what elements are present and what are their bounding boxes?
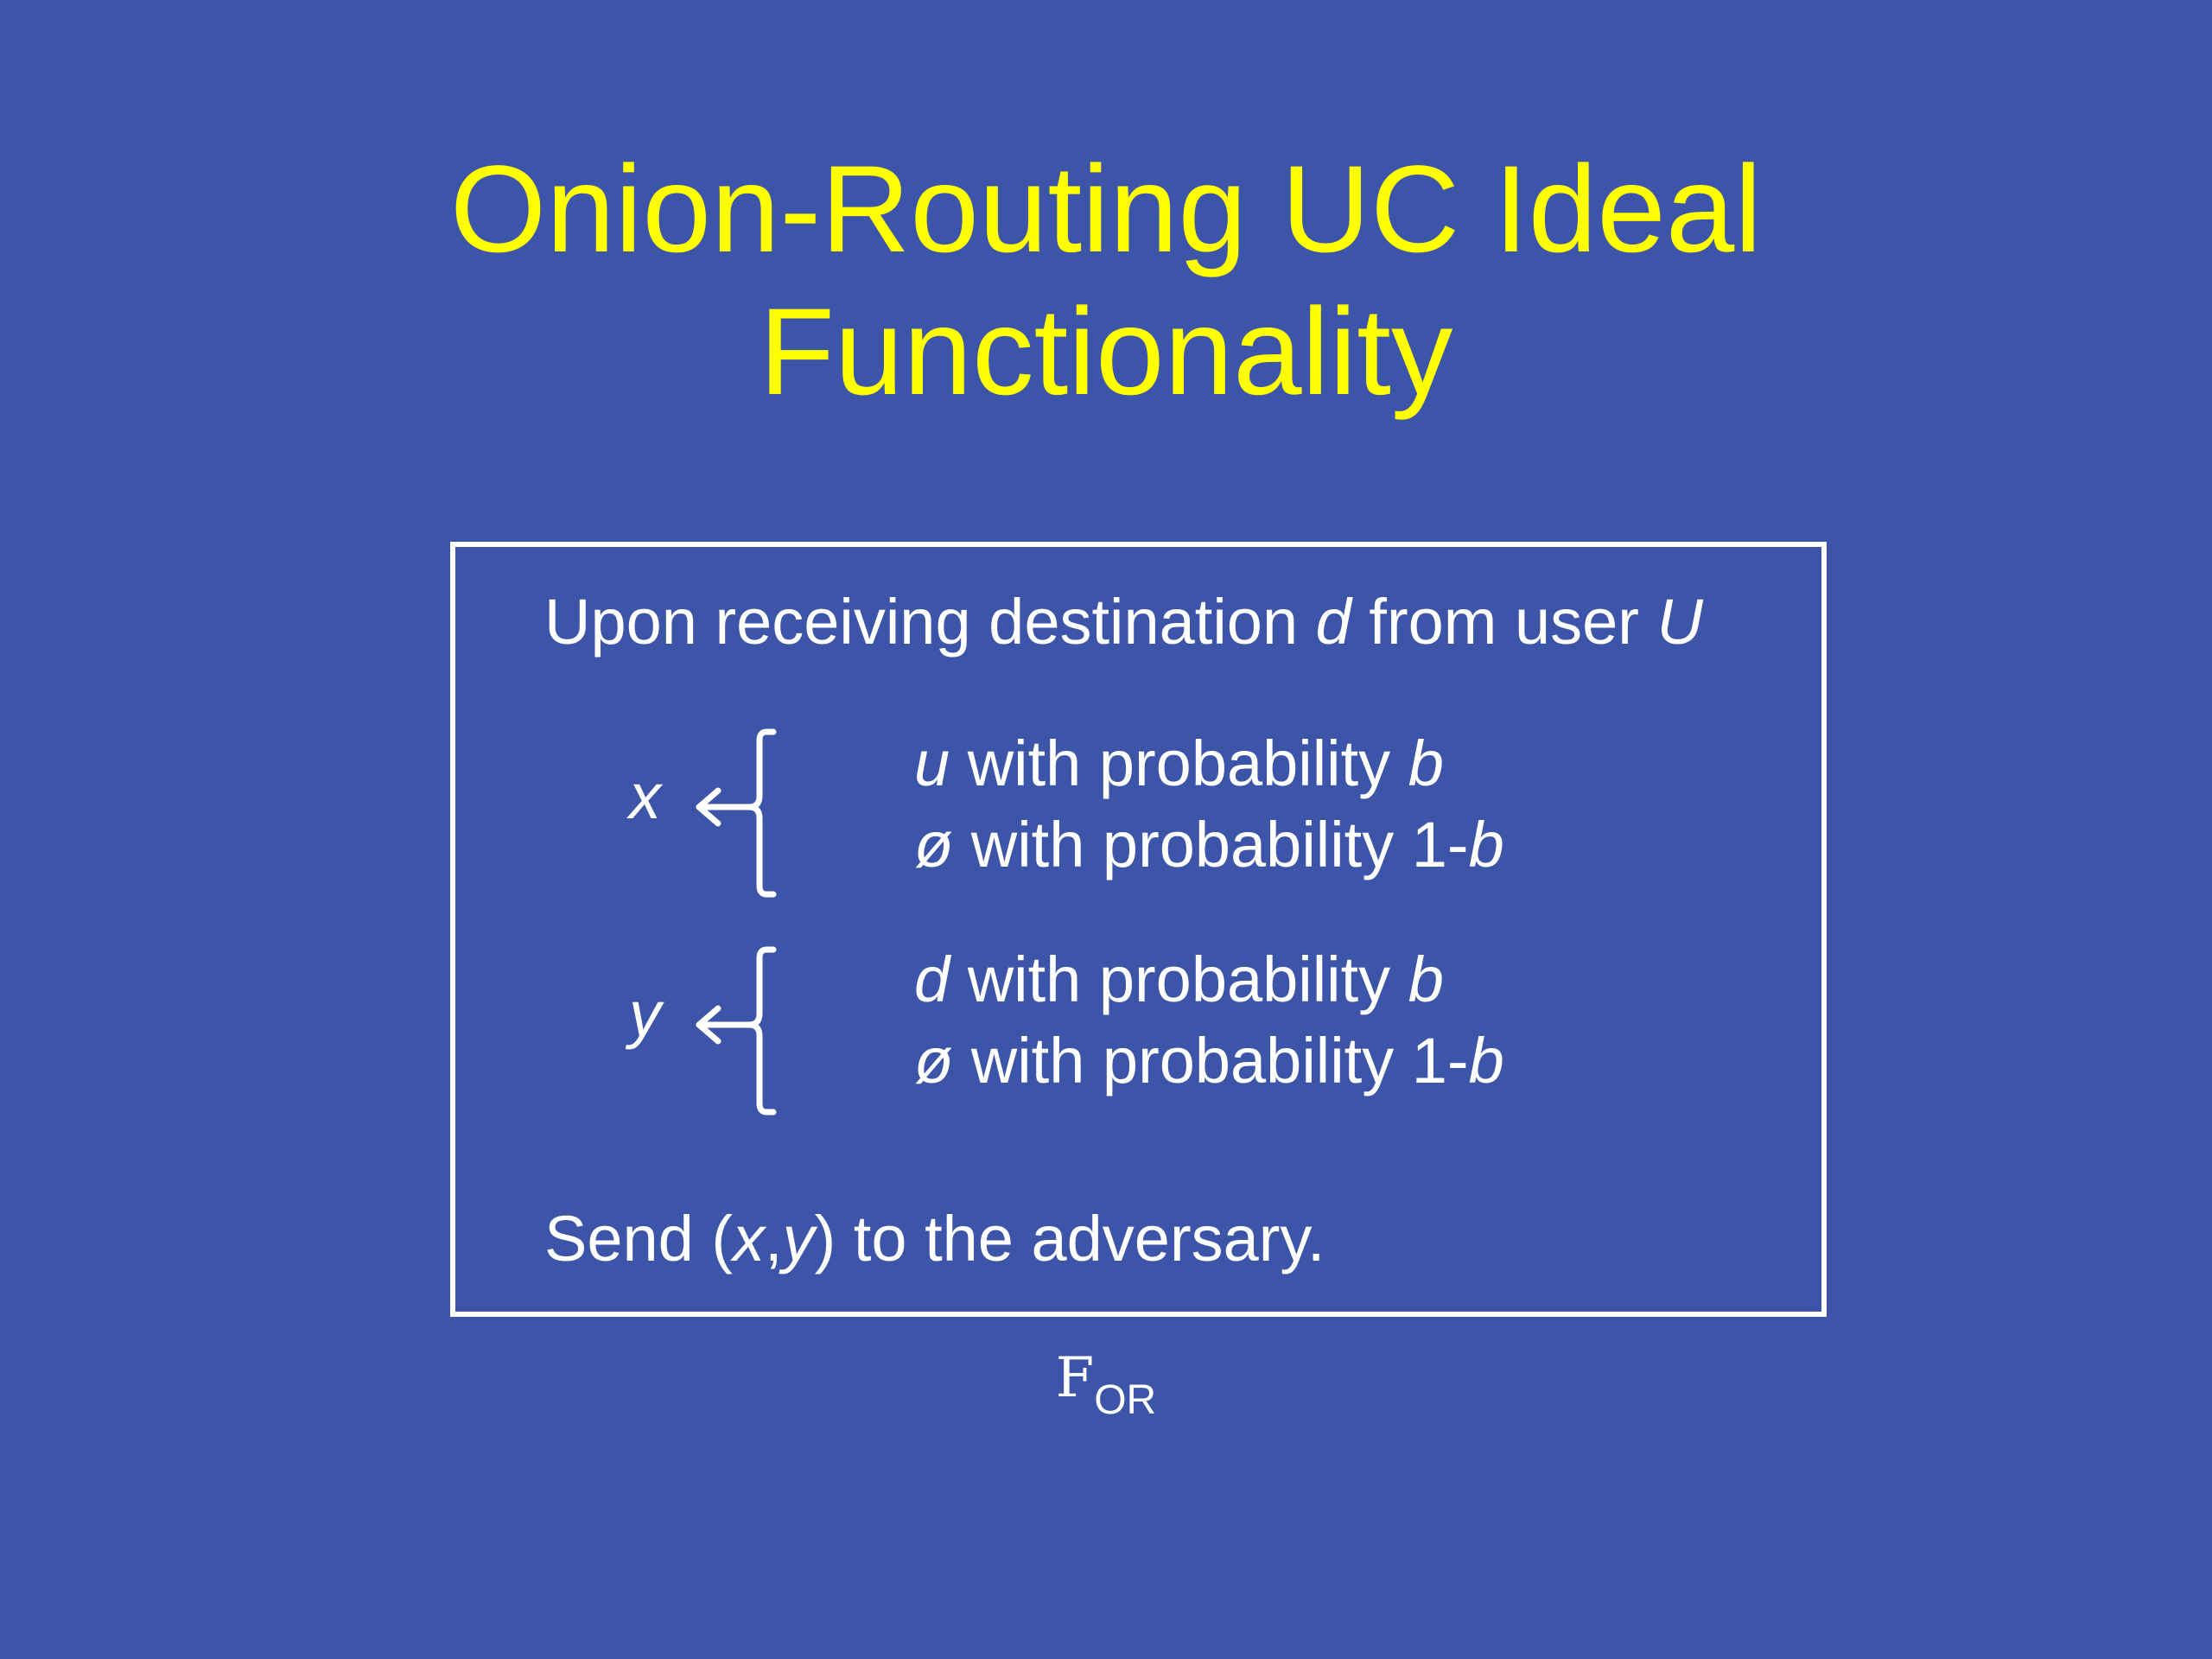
rule-x-case-2: ø with probability 1-b bbox=[914, 806, 1504, 884]
rule-y-case-1: d with probability b bbox=[914, 941, 1444, 1019]
footer-comma: , bbox=[765, 1203, 783, 1274]
slide-title: Onion-Routing UC Ideal Functionality bbox=[0, 138, 2212, 423]
rule-y-case-1-sym: d bbox=[914, 944, 950, 1015]
rule-y-case-1-prob-var: b bbox=[1408, 944, 1444, 1015]
rule-x-arrow-brace bbox=[696, 728, 777, 898]
rule-y-case-2-prob-var: b bbox=[1468, 1025, 1504, 1096]
rule-y-var: y bbox=[629, 978, 661, 1050]
rule-x-var: x bbox=[629, 760, 661, 832]
footer-var-y: y bbox=[782, 1203, 815, 1274]
rule-x-case-1-prob-var: b bbox=[1408, 728, 1444, 799]
header-text-2: from user bbox=[1351, 586, 1657, 658]
rule-y-case-2-prob-prefix: 1- bbox=[1411, 1025, 1469, 1096]
rule-x-case-1-text: with probability bbox=[950, 728, 1408, 799]
header-text-1: Upon receiving destination bbox=[544, 586, 1316, 658]
rule-y-case-2: ø with probability 1-b bbox=[914, 1022, 1504, 1100]
functionality-box: Upon receiving destination d from user U… bbox=[450, 542, 1827, 1317]
rule-y-case-2-sym: ø bbox=[914, 1025, 954, 1096]
title-line-2: Functionality bbox=[759, 283, 1453, 421]
rule-x-case-1: u with probability b bbox=[914, 725, 1444, 803]
rule-y-arrow-brace bbox=[696, 946, 777, 1116]
box-header: Upon receiving destination d from user U bbox=[544, 583, 1703, 661]
header-var-d: d bbox=[1315, 586, 1351, 658]
rule-x-case-2-sym: ø bbox=[914, 809, 954, 880]
rule-x-case-1-sym: u bbox=[914, 728, 950, 799]
footer-text-2: ) to the adversary. bbox=[814, 1203, 1325, 1274]
rule-x-case-2-text: with probability bbox=[953, 809, 1412, 880]
header-var-u: U bbox=[1656, 586, 1703, 658]
rule-y-case-1-text: with probability bbox=[950, 944, 1408, 1015]
box-footer: Send (x,y) to the adversary. bbox=[544, 1200, 1325, 1278]
caption-main: F bbox=[1055, 1346, 1095, 1410]
rule-x-case-2-prob-var: b bbox=[1468, 809, 1504, 880]
functionality-caption: FOR bbox=[0, 1346, 2212, 1423]
rule-x-case-2-prob-prefix: 1- bbox=[1411, 809, 1469, 880]
title-line-1: Onion-Routing UC Ideal bbox=[449, 141, 1763, 278]
footer-text-1: Send ( bbox=[544, 1203, 734, 1274]
caption-subscript: OR bbox=[1094, 1377, 1157, 1423]
footer-var-x: x bbox=[733, 1203, 766, 1274]
rule-y-case-2-text: with probability bbox=[953, 1025, 1412, 1096]
